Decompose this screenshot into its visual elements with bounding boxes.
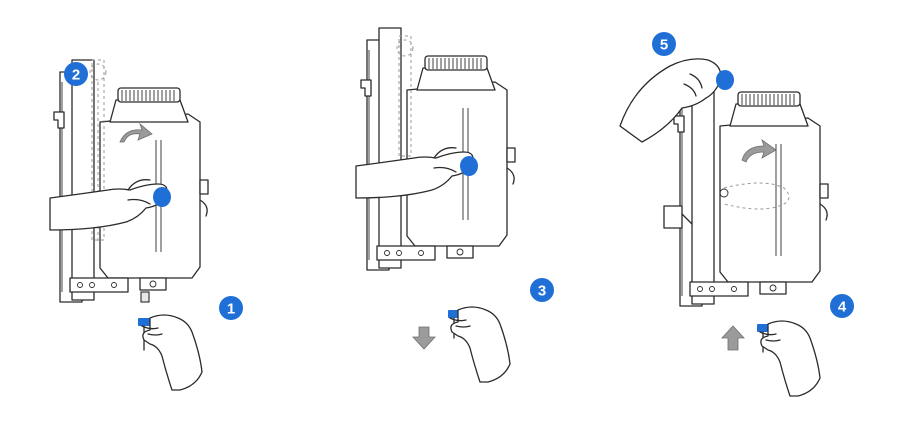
knob-blue-3 — [460, 156, 478, 176]
hand-icon — [449, 306, 511, 383]
up-arrow-icon — [721, 325, 745, 351]
hand-icon — [355, 147, 474, 199]
curved-rotate-arrow-icon — [119, 122, 153, 143]
step-badge-4: 4 — [830, 294, 854, 318]
dashed-cartridge-path — [719, 182, 790, 210]
svg-text:3: 3 — [538, 283, 546, 300]
knob-blue-5 — [716, 70, 734, 90]
svg-text:1: 1 — [227, 301, 235, 318]
svg-text:2: 2 — [72, 67, 80, 84]
bracket-right — [663, 205, 693, 229]
hand-icon — [141, 314, 203, 391]
step-badge-3: 3 — [530, 278, 554, 302]
svg-text:5: 5 — [660, 37, 668, 54]
step-badge-1: 1 — [219, 296, 243, 320]
step-badge-2: 2 — [64, 62, 88, 86]
svg-text:4: 4 — [838, 299, 847, 316]
hand-icon — [759, 320, 821, 397]
curved-rotate-arrow-icon — [741, 138, 777, 163]
panel-left — [53, 59, 209, 303]
step-badge-5: 5 — [652, 32, 676, 56]
knob-blue-1 — [153, 187, 171, 207]
panel-middle — [360, 27, 516, 271]
down-arrow-icon — [412, 326, 436, 350]
